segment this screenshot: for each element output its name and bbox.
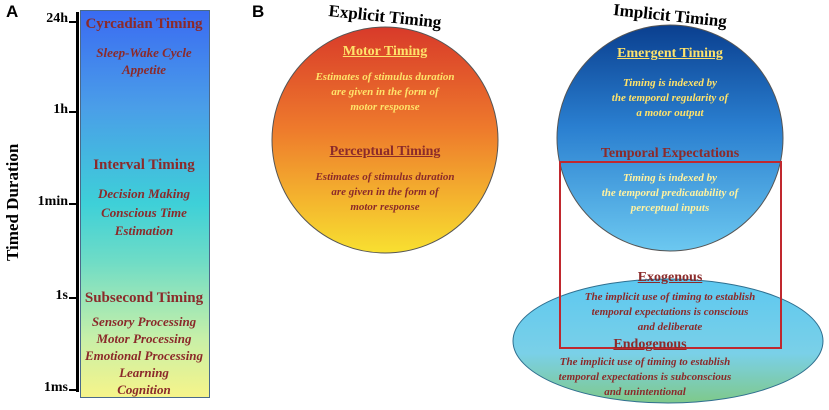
circadian-item: Appetite <box>121 62 167 77</box>
panel-b-letter: B <box>252 2 265 21</box>
panel-a-letter: A <box>6 2 19 21</box>
emergent-timing-text: a motor output <box>636 107 704 119</box>
motor-timing-text: Estimates of stimulus duration <box>315 71 455 83</box>
tick-1s <box>69 297 77 299</box>
interval-item: Estimation <box>114 223 174 238</box>
subsecond-item: Sensory Processing <box>91 314 197 329</box>
tick-label-1min: 1min <box>37 194 68 209</box>
emergent-timing-text: the temporal regularity of <box>611 92 729 104</box>
endogenous-text: and unintentional <box>604 386 686 398</box>
motor-timing-text: are given in the form of <box>331 86 439 98</box>
subsecond-item: Motor Processing <box>96 331 192 346</box>
tick-label-1h: 1h <box>53 102 68 117</box>
tick-label-1ms: 1ms <box>43 380 68 395</box>
perceptual-timing-text: are given in the form of <box>331 186 439 198</box>
endogenous-exogenous-ellipse <box>512 278 824 404</box>
motor-timing-heading: Motor Timing <box>342 44 428 59</box>
time-axis <box>76 12 79 392</box>
temporal-expectations-text: perceptual inputs <box>630 202 710 214</box>
subsecond-title: Subsecond Timing <box>84 290 204 306</box>
tick-1ms <box>69 389 77 391</box>
perceptual-timing-text: motor response <box>350 201 420 213</box>
exogenous-heading: Exogenous <box>637 270 703 285</box>
endogenous-heading: Endogenous <box>613 337 687 352</box>
explicit-timing-circle <box>271 26 499 254</box>
tick-1min <box>69 203 77 205</box>
exogenous-text: The implicit use of timing to establish <box>584 291 756 303</box>
perceptual-timing-text: Estimates of stimulus duration <box>315 171 455 183</box>
emergent-timing-heading: Emergent Timing <box>617 46 723 61</box>
subsecond-item: Learning <box>119 365 169 380</box>
tick-24h <box>69 21 77 23</box>
temporal-expectations-box <box>559 161 782 349</box>
tick-1h <box>69 111 77 113</box>
temporal-expectations-heading: Temporal Expectations <box>600 146 740 161</box>
tick-label-24h: 24h <box>46 11 68 26</box>
subsecond-item: Cognition <box>117 382 171 397</box>
perceptual-timing-heading: Perceptual Timing <box>329 144 441 159</box>
tick-label-1s: 1s <box>55 288 68 303</box>
emergent-timing-text: Timing is indexed by <box>622 77 717 89</box>
interval-title: Interval Timing <box>93 157 195 173</box>
exogenous-text: and deliberate <box>637 321 703 333</box>
temporal-expectations-text: the temporal predicatability of <box>601 187 739 199</box>
circadian-title: Cyrcadian Timing <box>85 16 203 32</box>
interval-item: Decision Making <box>97 186 191 201</box>
interval-item: Conscious Time <box>101 205 187 220</box>
subsecond-item: Emotional Processing <box>84 348 204 363</box>
endogenous-text: temporal expectations is subconscious <box>558 371 732 383</box>
implicit-timing-circle <box>556 24 784 252</box>
exogenous-text: temporal expectations is conscious <box>591 306 749 318</box>
circadian-item: Sleep-Wake Cycle <box>96 45 192 60</box>
endogenous-text: The implicit use of timing to establish <box>559 356 731 368</box>
motor-timing-text: motor response <box>350 101 420 113</box>
temporal-expectations-text: Timing is indexed by <box>622 172 717 184</box>
duration-gradient-bar <box>80 10 210 398</box>
